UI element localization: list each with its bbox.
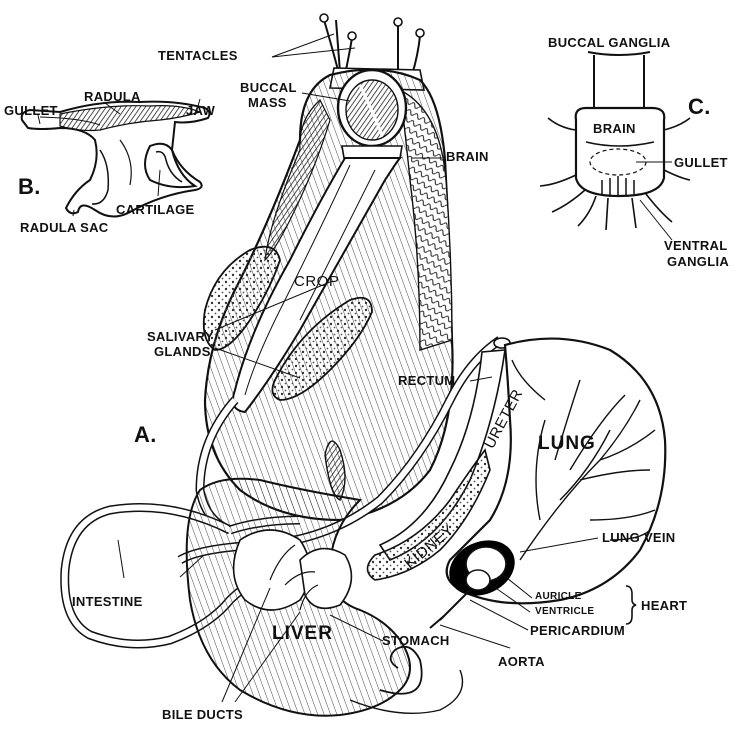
label-b-cartilage: CARTILAGE xyxy=(116,203,195,216)
label-a-buccal-mass-2: MASS xyxy=(248,96,287,109)
label-c-buccal-ganglia: BUCCAL GANGLIA xyxy=(548,36,670,49)
label-a-auricle: AURICLE xyxy=(535,592,582,602)
part-c-nervous-system xyxy=(540,52,690,240)
label-a-stomach: STOMACH xyxy=(382,634,450,647)
label-a-pericardium: PERICARDIUM xyxy=(530,624,625,637)
label-a-heart: HEART xyxy=(641,599,687,612)
label-b-gullet: GULLET xyxy=(4,104,58,117)
label-a-lung-vein: LUNG VEIN xyxy=(602,531,675,544)
figure-letter-a: A. xyxy=(134,424,157,446)
label-c-ventral-ganglia-2: GANGLIA xyxy=(667,255,729,268)
label-a-salivary-glands-2: GLANDS xyxy=(154,345,211,358)
label-b-jaw: JAW xyxy=(186,104,215,117)
label-a-buccal-mass-1: BUCCAL xyxy=(240,81,297,94)
label-a-rectum: RECTUM xyxy=(398,374,455,387)
label-a-bile-ducts: BILE DUCTS xyxy=(162,708,243,721)
label-a-crop: CROP xyxy=(294,274,339,289)
label-c-brain: BRAIN xyxy=(593,122,636,135)
label-a-ventricle: VENTRICLE xyxy=(535,607,594,617)
label-a-aorta: AORTA xyxy=(498,655,545,668)
label-b-radula: RADULA xyxy=(84,90,141,103)
label-a-intestine: INTESTINE xyxy=(72,595,143,608)
label-b-radula-sac: RADULA SAC xyxy=(20,221,108,234)
figure-letter-c: C. xyxy=(688,96,711,118)
label-a-salivary-glands-1: SALIVARY xyxy=(147,330,214,343)
label-c-gullet: GULLET xyxy=(674,156,728,169)
label-a-tentacles: TENTACLES xyxy=(158,49,238,62)
figure-letter-b: B. xyxy=(18,176,41,198)
label-a-lung: LUNG xyxy=(538,434,596,453)
label-a-liver: LIVER xyxy=(272,624,333,643)
label-c-ventral-ganglia-1: VENTRAL xyxy=(664,239,728,252)
label-a-brain: BRAIN xyxy=(446,150,489,163)
